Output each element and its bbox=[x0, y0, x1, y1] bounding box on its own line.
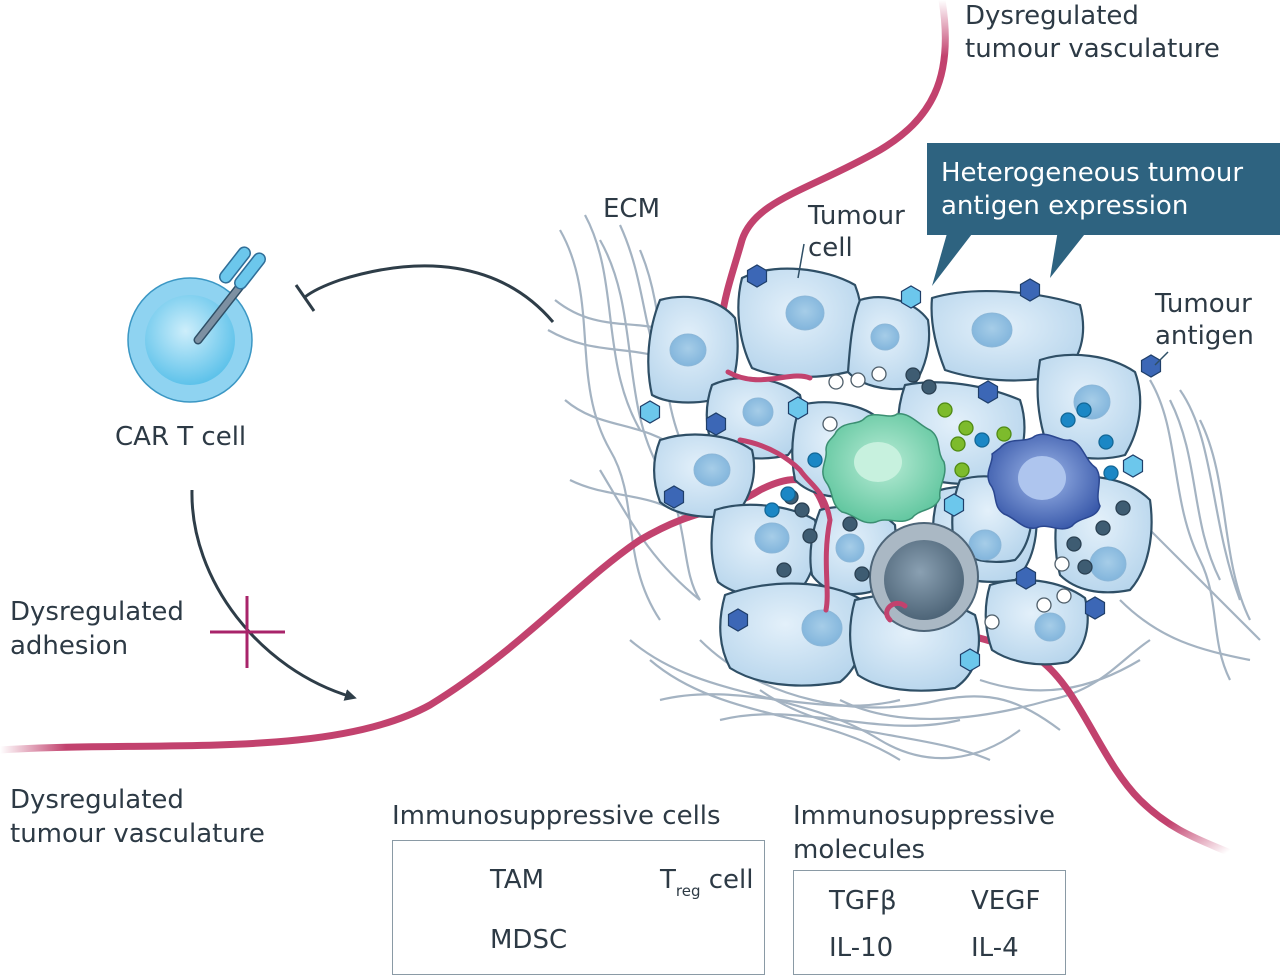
legend-molecules-title-line2: molecules bbox=[793, 835, 925, 865]
mdsc-nucleus bbox=[1018, 456, 1066, 500]
tgfb-molecule bbox=[794, 502, 810, 518]
callout-pointer-left bbox=[932, 230, 975, 286]
il4-molecule bbox=[950, 436, 966, 452]
antigen-hexagon-icon bbox=[1140, 354, 1162, 378]
treg-label-suffix: cell bbox=[700, 865, 754, 895]
vegf-molecule bbox=[1076, 402, 1092, 418]
treg-label-subscript: reg bbox=[675, 882, 701, 900]
vegf-molecule bbox=[974, 432, 990, 448]
vegf-molecule bbox=[780, 486, 796, 502]
il4-molecule bbox=[996, 426, 1012, 442]
intratumoral-vessels bbox=[725, 369, 908, 623]
il10-molecule bbox=[1056, 588, 1072, 604]
vessel-left bbox=[0, 476, 829, 754]
tgfb-molecule bbox=[802, 528, 818, 544]
antigen-hexagon-icon bbox=[1019, 278, 1041, 302]
inhibition-bar bbox=[294, 284, 316, 312]
il10-molecule bbox=[850, 372, 866, 388]
tgfb-molecule bbox=[854, 566, 870, 582]
vegf-molecule bbox=[1103, 465, 1119, 481]
tumour-antigen-label-line1: Tumour bbox=[1155, 289, 1252, 319]
legend-cells-title: Immunosuppressive cells bbox=[392, 801, 721, 831]
il10-molecule bbox=[984, 614, 1000, 630]
il10-molecule bbox=[822, 416, 838, 432]
callout-pointer-right bbox=[1050, 230, 1088, 278]
tumour-cell-leader bbox=[797, 243, 805, 279]
tumour-cell-label-line1: Tumour bbox=[808, 201, 905, 231]
vegf-molecule bbox=[1098, 434, 1114, 450]
vasculature-bottom-label-line1: Dysregulated bbox=[10, 785, 184, 815]
il4-molecule bbox=[937, 402, 953, 418]
tgfb-molecule bbox=[1066, 536, 1082, 552]
vegf-molecule bbox=[807, 452, 823, 468]
antigen-hexagon-icon bbox=[787, 396, 809, 420]
antigen-hexagon-icon bbox=[1015, 566, 1037, 590]
vasculature-bottom-label-line2: tumour vasculature bbox=[10, 819, 265, 849]
antigen-hexagon-icon bbox=[900, 285, 922, 309]
car-t-cell-icon bbox=[127, 246, 266, 403]
il4-molecule bbox=[958, 420, 974, 436]
legend-molecules-box bbox=[793, 870, 1066, 975]
legend-vegf-label: VEGF bbox=[971, 886, 1041, 916]
tumour-nuclei bbox=[669, 295, 1127, 647]
immunosuppressive-molecules bbox=[764, 366, 1131, 630]
antigen-hexagon-icon bbox=[977, 380, 999, 404]
migration-arrow bbox=[190, 489, 357, 701]
callout-line2: antigen expression bbox=[941, 191, 1189, 221]
antigen-hexagon-icon bbox=[746, 264, 768, 288]
antigen-hexagon-icon bbox=[1084, 596, 1106, 620]
antigen-hexagon-icon bbox=[639, 400, 661, 424]
il10-molecule bbox=[1054, 556, 1070, 572]
inhibition-arrow bbox=[304, 264, 555, 323]
tumour-cell-label-line2: cell bbox=[808, 233, 853, 263]
tgfb-molecule bbox=[921, 379, 937, 395]
legend-tgfb-label: TGFβ bbox=[829, 886, 897, 916]
adhesion-label-line1: Dysregulated bbox=[10, 597, 184, 627]
legend-molecules-title-line1: Immunosuppressive bbox=[793, 801, 1056, 831]
tumour-antigen-leader bbox=[1154, 351, 1169, 366]
blocked-cross-icon bbox=[210, 596, 285, 668]
tumour-antigens bbox=[639, 264, 1162, 672]
vessel-top bbox=[717, 0, 949, 379]
antigen-hexagon-icon bbox=[959, 648, 981, 672]
legend-cells-box bbox=[392, 840, 765, 975]
antigen-hexagon-icon bbox=[943, 493, 965, 517]
treg-label-main: T bbox=[660, 865, 676, 895]
callout-line1: Heterogeneous tumour bbox=[941, 158, 1244, 188]
antigen-hexagon-icon bbox=[705, 412, 727, 436]
vasculature-top-label-line1: Dysregulated bbox=[965, 1, 1139, 31]
tgfb-molecule bbox=[1095, 520, 1111, 536]
legend-mdsc-label: MDSC bbox=[490, 925, 568, 955]
tgfb-molecule bbox=[905, 367, 921, 383]
car-t-cell-label: CAR T cell bbox=[115, 422, 247, 452]
legend-il4-label: IL-4 bbox=[971, 933, 1019, 963]
il10-molecule bbox=[1036, 597, 1052, 613]
il10-molecule bbox=[828, 374, 844, 390]
tgfb-molecule bbox=[1077, 559, 1093, 575]
adhesion-label-line2: adhesion bbox=[10, 631, 129, 661]
tgfb-molecule bbox=[776, 562, 792, 578]
antigen-hexagon-icon bbox=[1122, 454, 1144, 478]
tgfb-molecule bbox=[842, 516, 858, 532]
tumour-antigen-label-line2: antigen bbox=[1155, 321, 1254, 351]
antigen-hexagon-icon bbox=[663, 485, 685, 509]
legend-il10-label: IL-10 bbox=[829, 933, 894, 963]
vasculature-top-label-line2: tumour vasculature bbox=[965, 34, 1220, 64]
tgfb-molecule bbox=[1115, 500, 1131, 516]
heterogeneous-antigen-callout: Heterogeneous tumour antigen expression bbox=[927, 143, 1280, 235]
vegf-molecule bbox=[764, 502, 780, 518]
ecm-label: ECM bbox=[603, 194, 661, 224]
antigen-hexagon-icon bbox=[727, 608, 749, 632]
treg-nucleus bbox=[884, 540, 964, 620]
legend-treg-label: Treg cell bbox=[660, 864, 754, 900]
vegf-molecule bbox=[1060, 412, 1076, 428]
legend-tam-label: TAM bbox=[490, 865, 545, 895]
tam-nucleus bbox=[854, 442, 902, 482]
il10-molecule bbox=[871, 366, 887, 382]
tumour-cell bbox=[719, 582, 866, 687]
il4-molecule bbox=[954, 462, 970, 478]
